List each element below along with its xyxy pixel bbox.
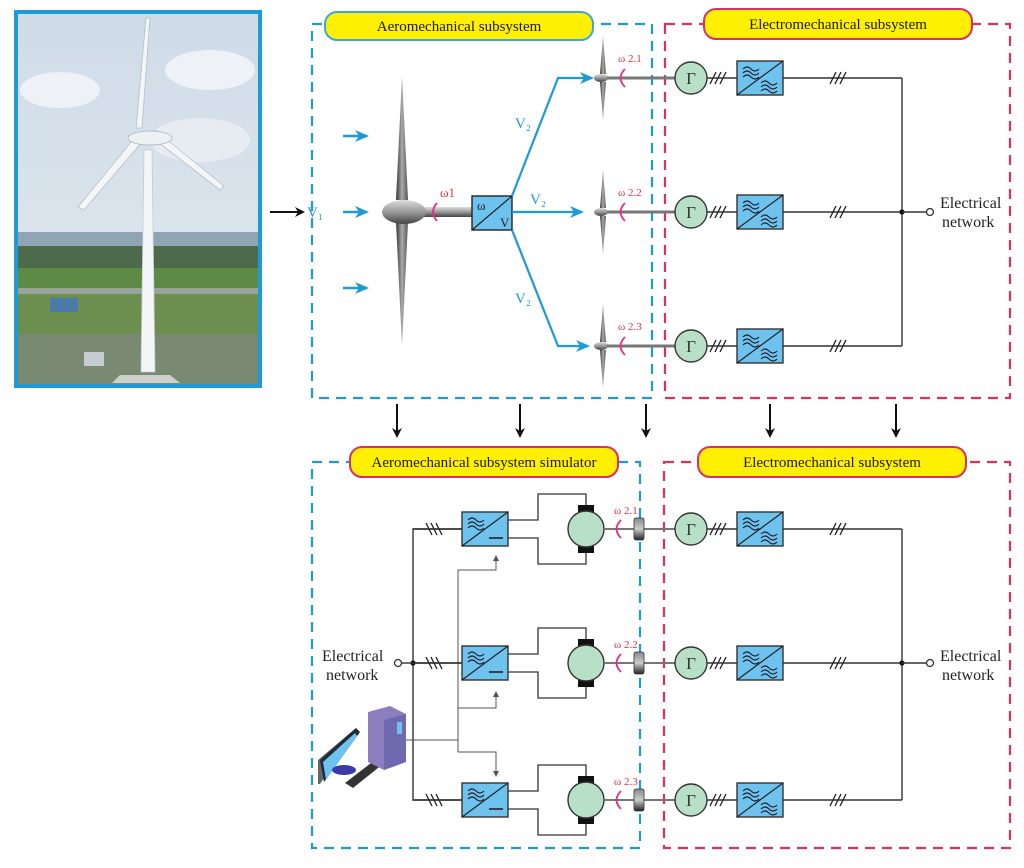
gamma-label: Γ [686, 520, 696, 539]
v2-label: V₂ [515, 116, 531, 132]
ac-ac-converter-icon [737, 512, 783, 546]
top-row: ω 2.1Γ [594, 36, 902, 120]
v2-flow-arrow [512, 230, 588, 346]
bottom-electro-title: Electromechanical subsystem [743, 455, 921, 471]
bottom-left-network-bus [395, 523, 463, 806]
bottom-row: ω 2.2Γ [413, 628, 902, 698]
right-network-label-line1: Electrical [940, 648, 1002, 665]
generator-icon: Γ [675, 196, 707, 228]
top-network-junction [899, 78, 933, 346]
computer-icon [318, 706, 406, 788]
small-rotor-icon [594, 36, 608, 120]
gamma-label: Γ [686, 337, 696, 356]
top-generator-rows: ω 2.1Γω 2.2Γω 2.3Γ [594, 36, 902, 388]
generator-icon: Γ [675, 647, 707, 679]
generator-icon: Γ [675, 513, 707, 545]
omega-label: ω 2.2 [614, 639, 638, 651]
bottom-row: ω 2.3Γ [413, 765, 902, 835]
ac-ac-converter-icon [737, 195, 783, 229]
left-network-label-line1: Electrical [322, 648, 384, 665]
converter-v-label: V [500, 215, 510, 230]
v2-label: V₂ [515, 291, 531, 307]
ac-ac-converter-icon [737, 783, 783, 817]
gamma-label: Γ [686, 69, 696, 88]
left-network-label-line2: network [326, 667, 378, 684]
ac-ac-converter-icon [737, 329, 783, 363]
dc-motor-icon [568, 505, 604, 553]
omega-label: ω 2.3 [614, 776, 638, 788]
network-terminal [927, 209, 934, 216]
omega-label: ω 2.1 [614, 505, 638, 517]
dc-motor-icon [568, 639, 604, 687]
top-aero-title: Aeromechanical subsystem [377, 19, 542, 35]
generator-icon: Γ [675, 62, 707, 94]
right-network-label-line2: network [942, 667, 994, 684]
ac-ac-converter-icon [737, 61, 783, 95]
generator-icon: Γ [675, 330, 707, 362]
omega-label: ω 2.1 [618, 53, 642, 65]
top-electro-title: Electromechanical subsystem [749, 17, 927, 33]
top-row: ω 2.3Γ [594, 304, 902, 388]
gamma-label: Γ [686, 654, 696, 673]
bottom-aero-title: Aeromechanical subsystem simulator [372, 455, 597, 471]
network-label-line2: network [942, 214, 994, 231]
ac-dc-converter-icon [462, 512, 508, 546]
bottom-generator-rows: ω 2.1Γω 2.2Γω 2.3Γ [413, 494, 902, 835]
v2-flow-arrow [512, 78, 592, 196]
bottom-row: ω 2.1Γ [413, 494, 902, 564]
ac-dc-converter-icon [462, 646, 508, 680]
wind-arrows [343, 136, 367, 288]
gamma-label: Γ [686, 203, 696, 222]
network-terminal [927, 660, 934, 667]
v1-label: V₁ [307, 205, 323, 221]
network-label-line1: Electrical [940, 195, 1002, 212]
converter-omega-label: ω [477, 198, 486, 213]
dc-motor-icon [568, 776, 604, 824]
top-row: ω 2.2Γ [594, 170, 902, 254]
bottom-right-network-junction [899, 529, 933, 800]
network-terminal [395, 660, 402, 667]
generator-icon: Γ [675, 784, 707, 816]
small-rotor-icon [594, 304, 608, 388]
shaft-coupler-icon [634, 652, 644, 674]
ac-dc-converter-icon [462, 783, 508, 817]
omega-label: ω 2.3 [618, 321, 642, 333]
v2-label: V₂ [530, 192, 546, 208]
speed-converter-block: ω V [472, 196, 512, 230]
main-rotor-icon [382, 76, 474, 346]
wind-turbine-photo [16, 12, 260, 386]
omega-label: ω 2.2 [618, 187, 642, 199]
shaft-coupler-icon [634, 518, 644, 540]
gamma-label: Γ [686, 791, 696, 810]
shaft-coupler-icon [634, 789, 644, 811]
small-rotor-icon [594, 170, 608, 254]
ac-ac-converter-icon [737, 646, 783, 680]
down-arrows [397, 404, 896, 436]
omega1-label: ω1 [440, 185, 455, 200]
